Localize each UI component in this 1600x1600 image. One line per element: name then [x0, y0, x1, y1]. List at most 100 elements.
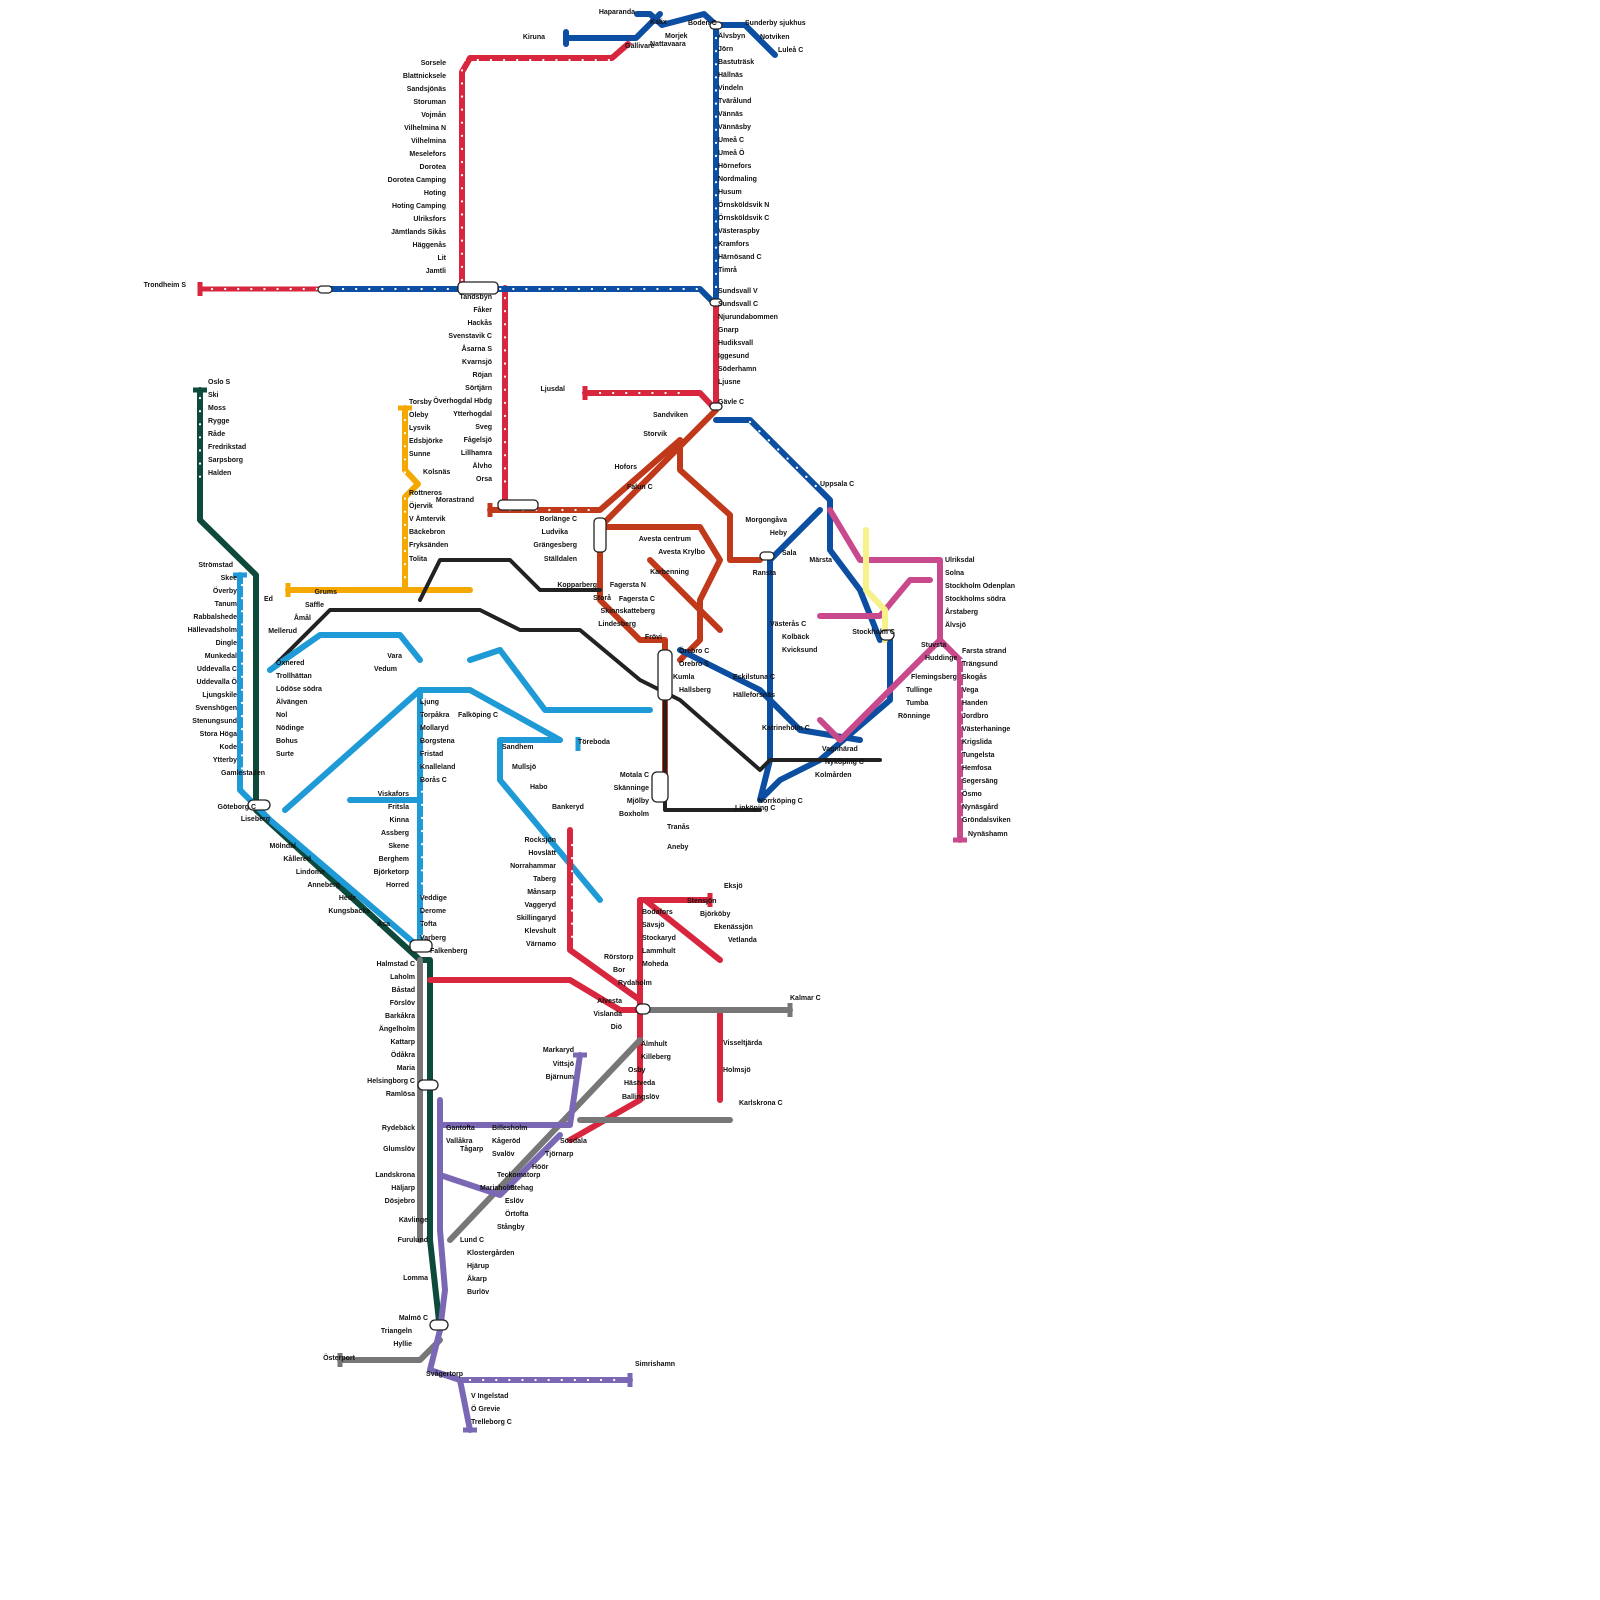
station-label: Assberg	[381, 830, 409, 837]
station-label: Ski	[208, 392, 219, 399]
line-mittbanan[interactable]	[200, 289, 716, 410]
station-label: Rygge	[208, 418, 230, 425]
station-label: Huddinge	[925, 655, 957, 662]
station-label: Osby	[628, 1067, 646, 1074]
station-label: Kungsbacka	[328, 908, 370, 915]
station-label: Skillingaryd	[516, 915, 556, 922]
station-label: Mjölby	[627, 798, 649, 805]
station-label: Tanum	[215, 601, 237, 608]
line-inlandsbanan[interactable]	[462, 44, 628, 500]
station-label: Svenstavik C	[448, 333, 492, 340]
station-label: Fåker	[473, 306, 492, 314]
station-label: Oleby	[409, 412, 429, 419]
station-label: Vittsjö	[553, 1061, 574, 1068]
station-label: Markaryd	[543, 1047, 574, 1054]
station-label: Rottneros	[409, 490, 442, 497]
station-label: Stuvsta	[921, 642, 946, 649]
station-label: Ballingslöv	[622, 1094, 659, 1101]
station-label: Timrå	[718, 266, 737, 274]
station-label: Överhogdal Hbdg	[433, 396, 492, 405]
station-label: Säffle	[305, 602, 324, 609]
station-label: Töreboda	[578, 739, 610, 746]
station-label: Holmsjö	[723, 1067, 751, 1074]
station-label: Stockaryd	[642, 935, 676, 942]
station-label: Gamlestaden	[221, 770, 265, 777]
interchange-capsule-icon	[248, 22, 894, 1330]
station-label: Fritsla	[388, 804, 409, 811]
station-label: Åmål	[294, 613, 311, 622]
station-label: Falkenberg	[430, 948, 467, 955]
station-label: Storvik	[643, 431, 667, 438]
station-label: Uppsala C	[820, 481, 854, 488]
station-label: Gröndalsviken	[962, 817, 1011, 824]
station-label: Båstad	[392, 986, 415, 994]
station-label: Teckomatorp	[497, 1172, 540, 1179]
station-label: Åsa	[377, 919, 390, 928]
station-label: Kolmården	[815, 771, 852, 779]
station-label: Triangeln	[381, 1328, 412, 1335]
station-label: Västerhaninge	[962, 726, 1010, 733]
station-label: Ulriksfors	[413, 216, 446, 223]
station-label: Torsby	[409, 399, 432, 406]
station-label: Örebro C	[679, 646, 709, 655]
station-label: Boxholm	[619, 811, 649, 818]
station-label: Storuman	[413, 99, 446, 106]
station-label: Tjörnarp	[545, 1151, 573, 1158]
station-label: Alvesta	[597, 998, 622, 1005]
station-label: Frövi	[645, 634, 662, 641]
station-label: Vega	[962, 687, 978, 694]
station-label: Bohus	[276, 738, 298, 745]
station-label: Skinnskatteberg	[601, 608, 655, 615]
station-label: Ytterhogdal	[453, 411, 492, 418]
station-label: Farsta strand	[962, 648, 1006, 655]
station-label: Ed	[264, 596, 273, 603]
station-label: Sävsjö	[642, 922, 665, 929]
station-label: Härnösand C	[718, 254, 762, 261]
station-label: Bjärnum	[546, 1074, 574, 1081]
station-label: Nattavaara	[650, 41, 686, 48]
station-label: Lysvik	[409, 425, 431, 432]
station-label: Märsta	[809, 557, 832, 564]
station-label: Norrahammar	[510, 863, 556, 870]
station-label: Örnsköldsvik N	[718, 200, 769, 209]
station-label: Visseltjärda	[723, 1040, 762, 1047]
station-label: Katrineholm C	[762, 725, 810, 732]
station-label: Kolbäck	[782, 634, 809, 641]
station-label: Öjervik	[409, 501, 433, 510]
line-vastsverige[interactable]	[240, 575, 650, 948]
station-label: Sorsele	[421, 60, 446, 67]
station-label: Edsbjörke	[409, 438, 443, 445]
station-label: Nyköping C	[825, 759, 864, 766]
station-label: Eslöv	[505, 1198, 524, 1205]
station-label: Vislanda	[593, 1011, 622, 1018]
station-label: Motala C	[620, 772, 649, 779]
station-label: V Ingelstad	[471, 1393, 508, 1400]
station-label: Älvsjö	[945, 621, 966, 629]
station-label: Veddige	[420, 895, 447, 902]
station-label: Klevshult	[524, 928, 556, 935]
station-label: Ödåkra	[391, 1050, 415, 1059]
station-label: Vaggeryd	[524, 902, 556, 909]
station-label: Morastrand	[436, 497, 474, 504]
station-label: Bor	[613, 967, 625, 974]
station-label: Dorotea	[420, 164, 447, 171]
station-label: Ludvika	[542, 529, 569, 536]
station-label: Uddevalla C	[197, 666, 237, 673]
station-label: Sundsvall C	[718, 301, 758, 308]
station-label: Lindome	[296, 869, 325, 876]
station-label: Kopparberg	[557, 582, 597, 589]
station-label: Sandhem	[502, 744, 534, 751]
line-ostkustbanan[interactable]	[680, 420, 890, 800]
station-label: Grums	[314, 589, 337, 596]
station-label: Trollhättan	[276, 673, 312, 680]
station-label: Månsarp	[527, 888, 556, 896]
station-label: Jordbro	[962, 713, 988, 720]
station-label: Fristad	[420, 751, 443, 758]
station-label: Rönninge	[898, 713, 930, 720]
station-label: Sveg	[475, 424, 492, 431]
station-label: Boden C	[688, 20, 717, 27]
station-label: Notviken	[760, 34, 790, 41]
station-label: Gävle C	[718, 399, 744, 406]
station-label: Lammhult	[642, 948, 676, 955]
station-label: Bäckebron	[409, 529, 445, 536]
